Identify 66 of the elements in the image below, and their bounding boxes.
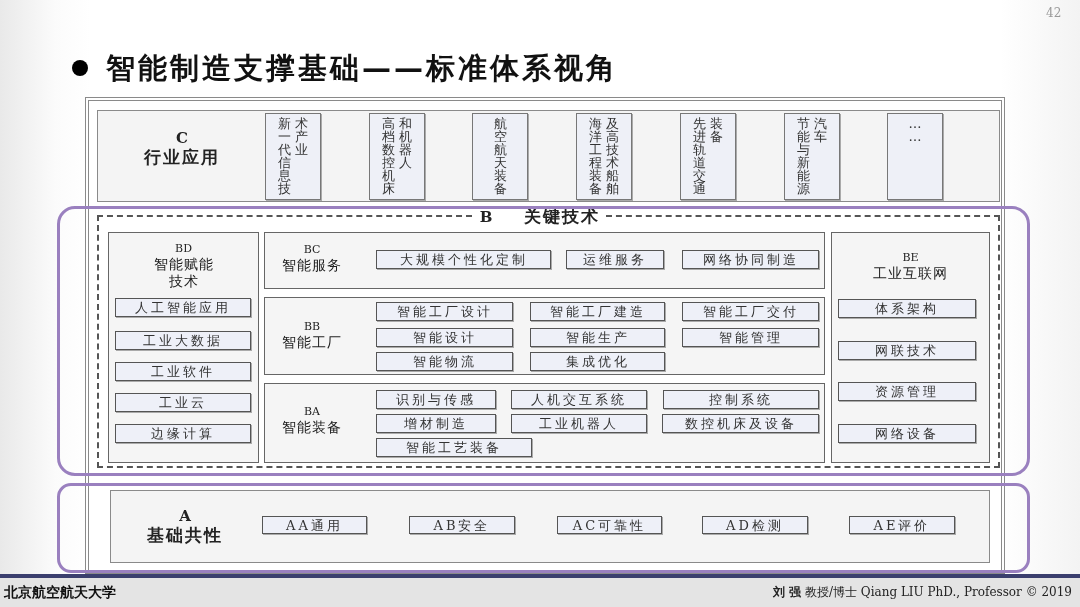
- university-name: 北京航空航天大学: [4, 583, 116, 601]
- standard-item: AE评价: [849, 516, 955, 534]
- category-code: BA: [304, 405, 320, 419]
- category-code: BB: [303, 320, 321, 334]
- author-credit: 刘 强 教授/博士 Qiang LIU PhD., Professor © 2019: [773, 584, 1072, 601]
- standard-item: AA通用: [262, 516, 367, 534]
- category-panel: [831, 232, 990, 463]
- standard-item: 工业软件: [115, 362, 251, 381]
- category-code: BC: [303, 243, 321, 257]
- standard-item: 工业大数据: [115, 331, 251, 350]
- industry-item: 航空航天装备: [472, 113, 528, 200]
- layer-band: [110, 490, 990, 563]
- page-number: 42: [1046, 6, 1062, 20]
- layer-band: [97, 110, 1000, 202]
- category-code: C: [176, 129, 188, 147]
- standard-item: 工业云: [115, 393, 251, 412]
- standard-item: 智能物流: [376, 352, 513, 371]
- standard-item: 工业机器人: [511, 414, 647, 433]
- standard-item: 集成优化: [530, 352, 665, 371]
- category-title: 基础共性: [147, 525, 223, 546]
- category-code: BE: [902, 251, 919, 265]
- category-title: 工业互联网: [873, 265, 948, 282]
- category-title: 行业应用: [144, 147, 220, 168]
- standard-item: 识别与传感: [376, 390, 496, 409]
- category-code: BD: [175, 242, 192, 256]
- standard-item: 大规模个性化定制: [376, 250, 551, 269]
- category-title: 关键技术: [524, 206, 601, 227]
- industry-item: ……: [887, 113, 943, 200]
- standard-item: 边缘计算: [115, 424, 251, 443]
- standard-item: 控制系统: [663, 390, 819, 409]
- standard-item: 人机交互系统: [511, 390, 647, 409]
- industry-item: 海洋工程装备及高技术船舶: [576, 113, 632, 200]
- standard-item: 资源管理: [838, 382, 976, 401]
- standard-item: 网络协同制造: [682, 250, 819, 269]
- standard-item: 智能工厂设计: [376, 302, 513, 321]
- standard-item: 网联技术: [838, 341, 976, 360]
- industry-item: 先进轨道交通装备: [680, 113, 736, 200]
- category-panel: [264, 383, 825, 463]
- standard-item: 数控机床及设备: [662, 414, 819, 433]
- standard-item: 增材制造: [376, 414, 496, 433]
- category-panel: [264, 297, 825, 375]
- standard-item: AD检测: [702, 516, 808, 534]
- standard-item: 智能工厂交付: [682, 302, 819, 321]
- standard-item: AB安全: [409, 516, 515, 534]
- standard-item: 人工智能应用: [115, 298, 251, 317]
- category-code: B: [479, 207, 493, 226]
- standard-item: 体系架构: [838, 299, 976, 318]
- standard-item: 运维服务: [566, 250, 664, 269]
- category-title: 智能工厂: [282, 334, 342, 351]
- industry-item: 新一代信息技术产业: [265, 113, 321, 200]
- slide-title: 智能制造支撑基础——标准体系视角: [106, 50, 618, 87]
- standard-item: 智能工厂建造: [530, 302, 665, 321]
- category-title: 智能服务: [282, 257, 342, 274]
- industry-item: 高档数控机床和机器人: [369, 113, 425, 200]
- standard-item: 智能生产: [530, 328, 665, 347]
- category-panel: [264, 232, 825, 289]
- standard-item: 智能工艺装备: [376, 438, 532, 457]
- industry-item: 节能与新能源汽车: [784, 113, 840, 200]
- category-panel: [108, 232, 259, 463]
- standard-item: AC可靠性: [557, 516, 662, 534]
- category-title: 智能装备: [282, 419, 342, 436]
- category-code: A: [179, 507, 191, 525]
- standard-item: 智能管理: [682, 328, 819, 347]
- standard-item: 智能设计: [376, 328, 513, 347]
- standard-item: 网络设备: [838, 424, 976, 443]
- category-title: 智能赋能技术: [153, 256, 214, 290]
